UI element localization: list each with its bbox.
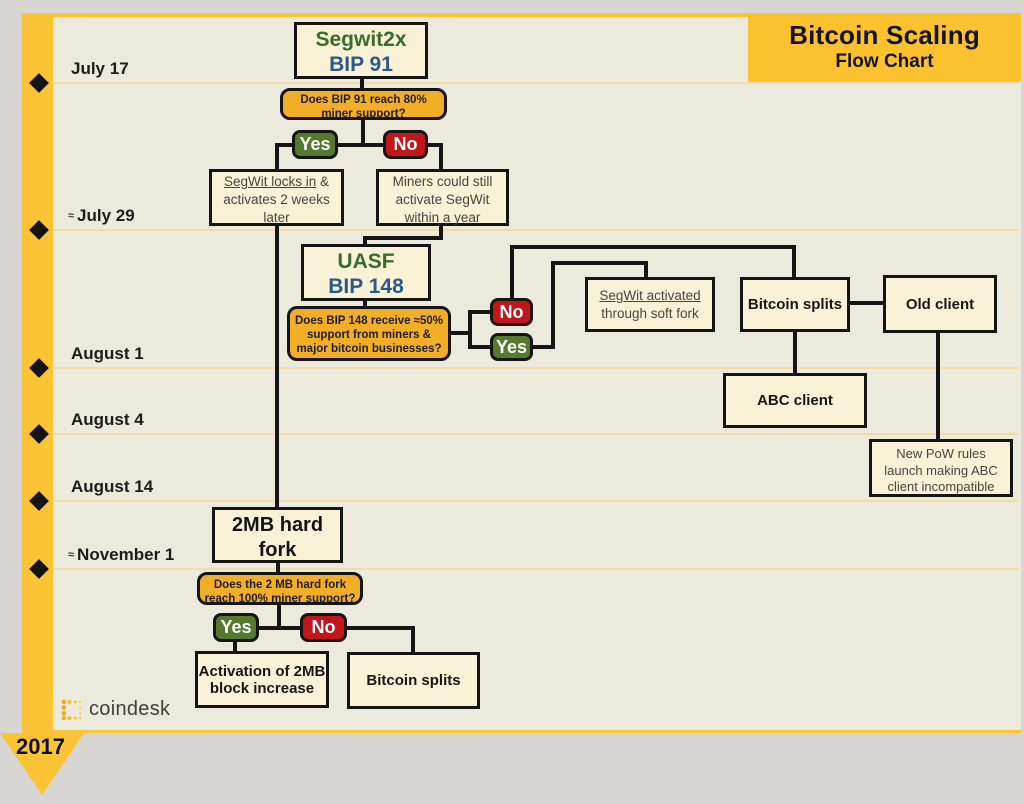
- timeline-gridline: [53, 367, 1019, 369]
- connector: [277, 605, 281, 630]
- connector: [439, 226, 443, 240]
- yes-badge-bip91: Yes: [292, 130, 338, 159]
- timeline-gridline: [53, 568, 1019, 570]
- node-segwit-activated: SegWit activated through soft fork: [585, 277, 715, 332]
- coindesk-logo-icon: [61, 699, 82, 721]
- connector: [936, 333, 940, 439]
- date-label-august4: August 4: [71, 410, 144, 429]
- connector: [363, 236, 443, 240]
- node-segwit2x-bip91: Segwit2x BIP 91: [294, 22, 428, 79]
- date-label-august14: August 14: [71, 477, 154, 496]
- decision-bip148-support: Does BIP 148 receive ≈50% support from m…: [287, 306, 451, 361]
- timeline-gridline: [53, 500, 1019, 502]
- connector: [793, 332, 797, 373]
- node-segwit-locks-in: SegWit locks in & activates 2 weeks late…: [209, 169, 344, 226]
- decision-bip91-support: Does BIP 91 reach 80% miner support?: [280, 88, 447, 120]
- connector: [551, 261, 555, 349]
- page-title: Bitcoin Scaling: [789, 20, 980, 50]
- decision-2mb-support: Does the 2 MB hard fork reach 100% miner…: [197, 572, 363, 605]
- date-label-august1: August 1: [71, 344, 144, 363]
- coindesk-logo: coindesk: [60, 698, 170, 721]
- node-bitcoin-splits-2: Bitcoin splits: [347, 652, 480, 709]
- connector: [644, 261, 648, 277]
- timeline-gridline: [53, 82, 1019, 84]
- no-badge-bip91: No: [383, 130, 428, 159]
- connector: [276, 563, 280, 572]
- connector: [275, 143, 443, 147]
- connector: [470, 345, 490, 349]
- connector: [470, 310, 490, 314]
- page-subtitle: Flow Chart: [835, 51, 934, 72]
- title-banner: Bitcoin Scaling Flow Chart: [748, 13, 1021, 82]
- yes-badge-2mb: Yes: [213, 613, 259, 642]
- timeline-arrow-down: [0, 733, 84, 795]
- yes-badge-bip148: Yes: [490, 333, 533, 361]
- node-uasf-bip148: UASF BIP 148: [301, 244, 431, 301]
- connector: [275, 143, 279, 169]
- connector: [360, 79, 364, 88]
- connector: [411, 626, 415, 652]
- connector: [551, 261, 648, 265]
- chart-canvas: [53, 13, 1021, 733]
- timeline-gridline: [53, 229, 1019, 231]
- approx-symbol: ≈: [68, 549, 75, 561]
- connector: [792, 245, 796, 277]
- connector: [468, 310, 472, 349]
- connector: [850, 301, 883, 305]
- node-bitcoin-splits: Bitcoin splits: [740, 277, 850, 332]
- node-new-pow-rules: New PoW rules launch making ABC client i…: [869, 439, 1013, 497]
- connector: [531, 345, 555, 349]
- connector: [510, 245, 796, 249]
- node-old-client: Old client: [883, 275, 997, 333]
- node-miners-could-still: Miners could still activate SegWit withi…: [376, 169, 509, 226]
- date-label-july29: ≈July 29: [68, 206, 135, 225]
- connector: [510, 245, 514, 300]
- node-abc-client: ABC client: [723, 373, 867, 428]
- connector: [275, 226, 279, 507]
- connector: [361, 120, 365, 146]
- no-badge-bip148: No: [490, 298, 533, 326]
- approx-symbol: ≈: [68, 210, 75, 222]
- timeline-gridline: [53, 433, 1019, 435]
- node-2mb-hard-fork: 2MB hard fork: [212, 507, 343, 563]
- connector: [233, 642, 237, 651]
- connector: [451, 331, 470, 335]
- coindesk-wordmark: coindesk: [89, 698, 171, 720]
- date-label-july17: July 17: [71, 59, 129, 78]
- timeline-year-label: 2017: [16, 734, 65, 759]
- date-label-november1: ≈November 1: [68, 545, 175, 564]
- node-activation-2mb: Activation of 2MB block increase: [195, 651, 329, 708]
- no-badge-2mb: No: [300, 613, 347, 642]
- connector: [363, 301, 367, 308]
- connector: [439, 143, 443, 169]
- connector: [363, 236, 367, 246]
